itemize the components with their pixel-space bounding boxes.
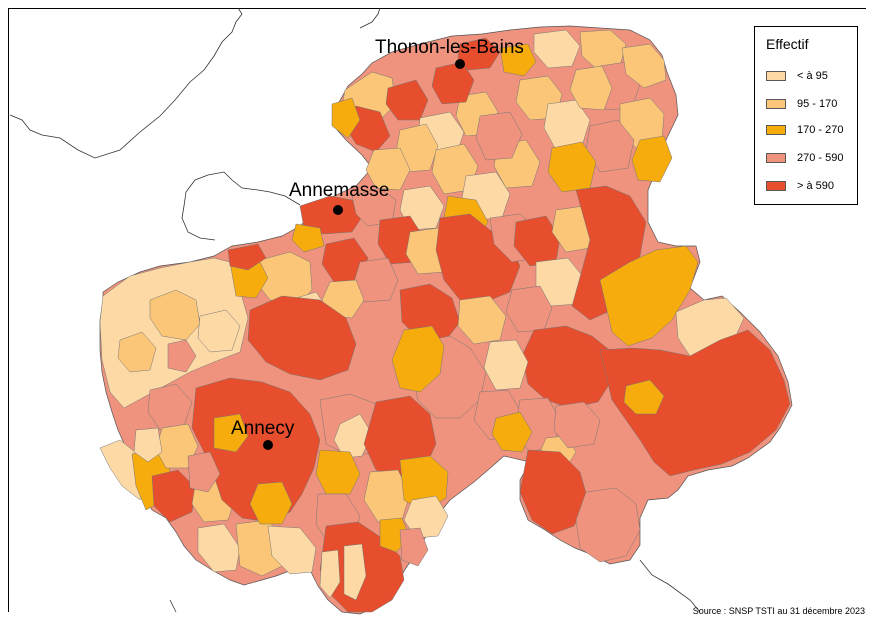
legend-label: 95 - 170	[797, 98, 838, 110]
legend-item: < à 95	[766, 69, 828, 83]
legend-item: 95 - 170	[766, 97, 837, 111]
city-label-annemasse: Annemasse	[289, 180, 390, 201]
legend-label: 270 - 590	[797, 152, 844, 164]
commune-patches	[99, 29, 791, 613]
city-label-thonon: Thonon-les-Bains	[375, 37, 524, 58]
source-note: Source : SNSP TSTI au 31 décembre 2023	[692, 606, 865, 616]
legend: Effectif < à 95 95 - 170 170 - 270 270 -…	[754, 26, 858, 205]
legend-swatch	[766, 181, 786, 191]
legend-label: < à 95	[797, 70, 828, 82]
legend-label: > à 590	[797, 180, 835, 192]
legend-swatch	[766, 71, 786, 81]
legend-swatch	[766, 153, 786, 163]
legend-swatch	[766, 125, 786, 135]
legend-item: 270 - 590	[766, 151, 843, 165]
thonon-marker	[455, 59, 465, 69]
legend-title: Effectif	[766, 36, 809, 52]
annemasse-marker	[333, 205, 343, 215]
legend-label: 170 - 270	[797, 124, 844, 136]
city-label-annecy: Annecy	[231, 418, 295, 439]
legend-swatch	[766, 99, 786, 109]
legend-item: 170 - 270	[766, 123, 843, 137]
legend-item: > à 590	[766, 179, 834, 193]
map-frame	[8, 8, 866, 612]
neighbour-boundaries	[9, 7, 701, 613]
annecy-marker	[263, 440, 273, 450]
